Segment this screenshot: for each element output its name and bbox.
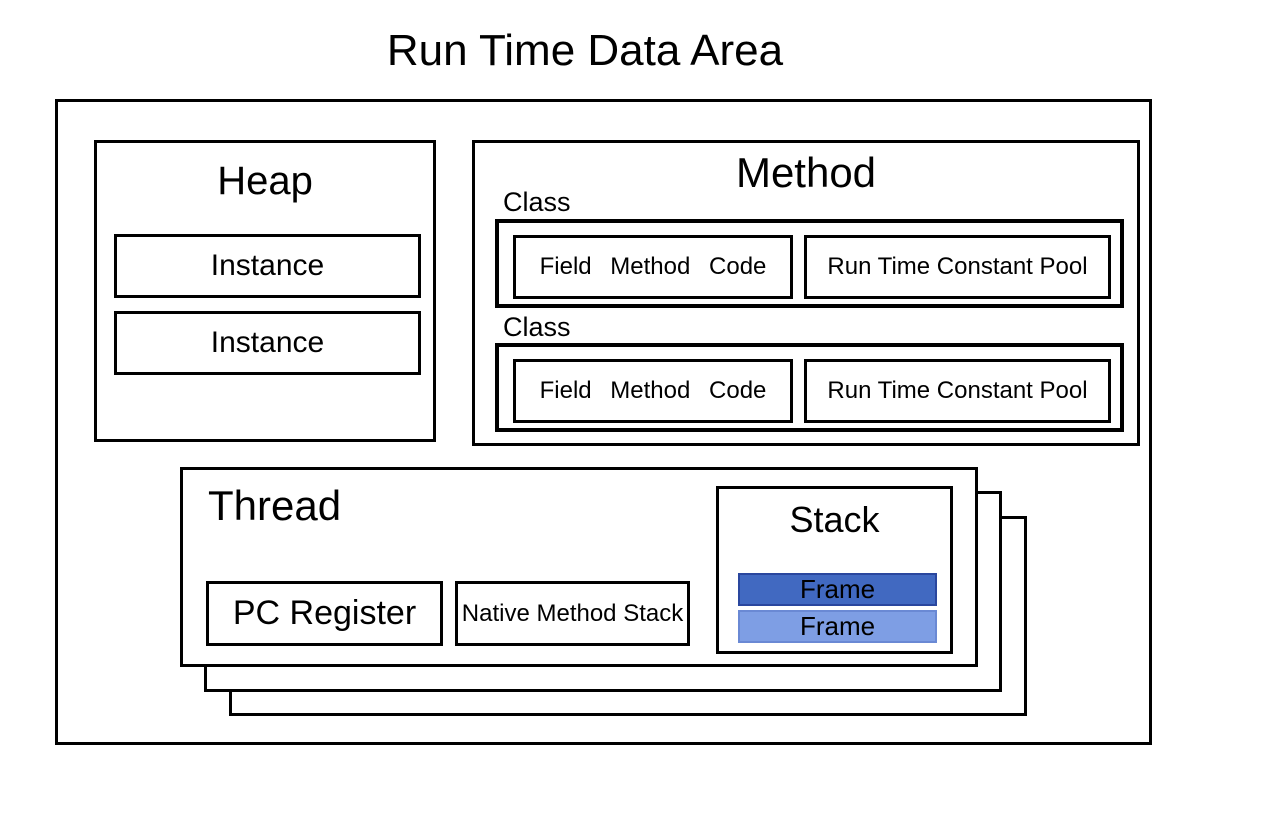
class-box: Field Method Code Run Time Constant Pool — [495, 219, 1124, 308]
method-title: Method — [735, 149, 877, 196]
class-label: Class — [503, 312, 571, 342]
run-time-constant-pool-box: Run Time Constant Pool — [804, 359, 1111, 423]
thread-title: Thread — [208, 482, 342, 529]
stack-frame-light: Frame — [738, 610, 937, 643]
diagram-title: Run Time Data Area — [386, 26, 784, 75]
heap-box: Heap Instance Instance — [94, 140, 436, 442]
method-area-box: Method Class Field Method Code Run Time … — [472, 140, 1140, 446]
stack-title: Stack — [789, 499, 880, 540]
heap-title: Heap — [217, 159, 313, 203]
heap-instance-box: Instance — [114, 311, 421, 375]
field-method-code-box: Field Method Code — [513, 235, 793, 299]
run-time-constant-pool-box: Run Time Constant Pool — [804, 235, 1111, 299]
class-label: Class — [503, 187, 571, 217]
thread-box: Thread PC Register Native Method Stack S… — [180, 467, 978, 667]
stack-box: Stack Frame Frame — [716, 486, 953, 654]
field-method-code-box: Field Method Code — [513, 359, 793, 423]
heap-instance-box: Instance — [114, 234, 421, 298]
native-method-stack-box: Native Method Stack — [455, 581, 690, 646]
runtime-data-area-box: Heap Instance Instance Method Class Fiel… — [55, 99, 1152, 745]
stack-frame-dark: Frame — [738, 573, 937, 606]
class-box: Field Method Code Run Time Constant Pool — [495, 343, 1124, 432]
pc-register-box: PC Register — [206, 581, 443, 646]
